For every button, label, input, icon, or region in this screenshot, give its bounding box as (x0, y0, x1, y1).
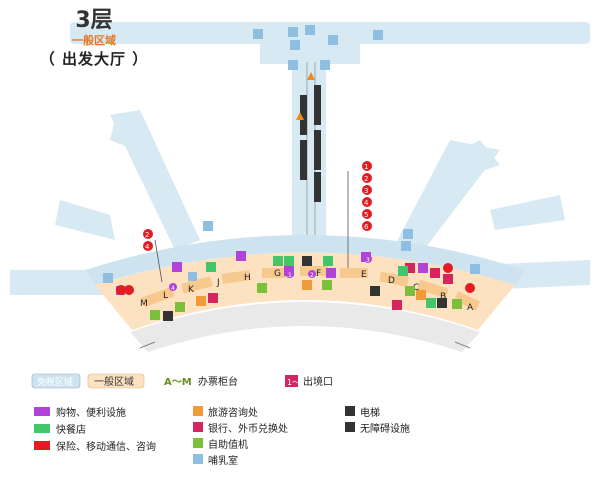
gate-f: F (316, 269, 321, 279)
accessible-icon (288, 60, 298, 70)
gate-g: G (274, 269, 281, 279)
kiosk-icon (257, 283, 267, 293)
gate-k: K (188, 285, 195, 295)
zone-legend: 免税区域 一般区域 A～M 办票柜台 1～4 出境口 (31, 373, 333, 389)
zone-subtitle: 一般区域 (72, 34, 116, 47)
map-icons (103, 25, 480, 283)
top-concourse (70, 22, 590, 244)
svg-text:出境口: 出境口 (303, 375, 333, 388)
left-numbers: 2 4 (143, 229, 153, 251)
hall-subtitle: （ 出发大厅 ） (39, 50, 149, 68)
svg-text:1: 1 (288, 272, 292, 279)
elevator-icon (302, 256, 312, 266)
gate-j: J (216, 278, 220, 288)
restroom-icon (403, 229, 413, 239)
svg-text:2: 2 (364, 175, 368, 183)
general-swatch (87, 373, 145, 389)
restroom-icon (470, 264, 480, 274)
gate-e: E (361, 270, 367, 280)
elevator-icon (163, 311, 173, 321)
nursing-icon (193, 454, 203, 464)
svg-text:4: 4 (145, 243, 150, 251)
arrow-up-icon (307, 72, 315, 80)
curbside-road (130, 302, 480, 352)
title-block: 3层 一般区域 （ 出发大厅 ） (14, 8, 174, 70)
top-right-numbers: 1 2 3 4 5 6 (362, 161, 372, 231)
left-pier (10, 110, 200, 295)
gate-h: H (244, 273, 251, 283)
tourist-info-icon (193, 406, 203, 416)
restroom-icon (288, 27, 298, 37)
right-pier (395, 140, 590, 290)
svg-text:2: 2 (145, 231, 149, 239)
svg-text:保险、移动通信、咨询: 保险、移动通信、咨询 (56, 440, 156, 453)
svg-text:无障碍设施: 无障碍设施 (360, 422, 410, 435)
svg-text:快餐店: 快餐店 (56, 423, 86, 436)
restroom-icon (373, 30, 383, 40)
category-legend: 购物、便利设施 快餐店 保险、移动通信、咨询 旅游咨询处 银行、外币兑换处 自助… (34, 406, 410, 467)
svg-text:5: 5 (364, 211, 368, 219)
gate-c: C (413, 283, 419, 293)
gate-d: D (388, 276, 395, 286)
duty-free-swatch (31, 373, 81, 389)
elevator-icon (345, 406, 355, 416)
svg-text:3: 3 (366, 257, 370, 264)
exchange-icon (208, 293, 218, 303)
restroom-icon (320, 60, 330, 70)
kiosk-icon (175, 302, 185, 312)
arrow-up-icon (296, 112, 304, 120)
svg-text:哺乳室: 哺乳室 (208, 454, 238, 467)
info-icon (305, 25, 315, 35)
svg-text:1: 1 (364, 163, 368, 171)
gate-m: M (140, 299, 148, 309)
gate-a: A (467, 303, 474, 313)
svg-text:3: 3 (364, 187, 368, 195)
svg-text:办票柜台: 办票柜台 (198, 375, 238, 388)
svg-text:A～M: A～M (164, 377, 192, 388)
svg-text:购物、便利设施: 购物、便利设施 (56, 406, 126, 419)
nursing-icon (253, 29, 263, 39)
svg-text:银行、外币兑换处: 银行、外币兑换处 (208, 422, 288, 435)
svg-text:自助值机: 自助值机 (208, 438, 248, 451)
svg-text:6: 6 (364, 223, 369, 231)
concourse-band (85, 235, 525, 285)
accessible-icon (401, 241, 411, 251)
restroom-icon (203, 221, 213, 231)
svg-text:2: 2 (310, 272, 314, 279)
info-icon (196, 296, 206, 306)
svg-text:旅游咨询处: 旅游咨询处 (208, 406, 258, 419)
svg-text:1～4: 1～4 (287, 378, 305, 387)
restroom-icon (103, 273, 113, 283)
kiosk-icon (150, 310, 160, 320)
bank-icon (193, 422, 203, 432)
accessible-icon (345, 422, 355, 432)
gate-l: L (163, 291, 168, 301)
floor-title: 3层 (75, 8, 113, 33)
restroom-icon (328, 35, 338, 45)
info-icon (188, 272, 197, 281)
self-checkin-icon (193, 438, 203, 448)
svg-text:4: 4 (364, 199, 369, 207)
accessible-icon (290, 40, 300, 50)
exit-markers: 4 1 2 3 (169, 255, 372, 292)
svg-text:免税区域: 免税区域 (37, 376, 73, 388)
svg-text:4: 4 (171, 285, 175, 292)
gate-b: B (440, 292, 446, 302)
svg-text:一般区域: 一般区域 (94, 375, 134, 388)
svg-text:电梯: 电梯 (360, 406, 380, 419)
